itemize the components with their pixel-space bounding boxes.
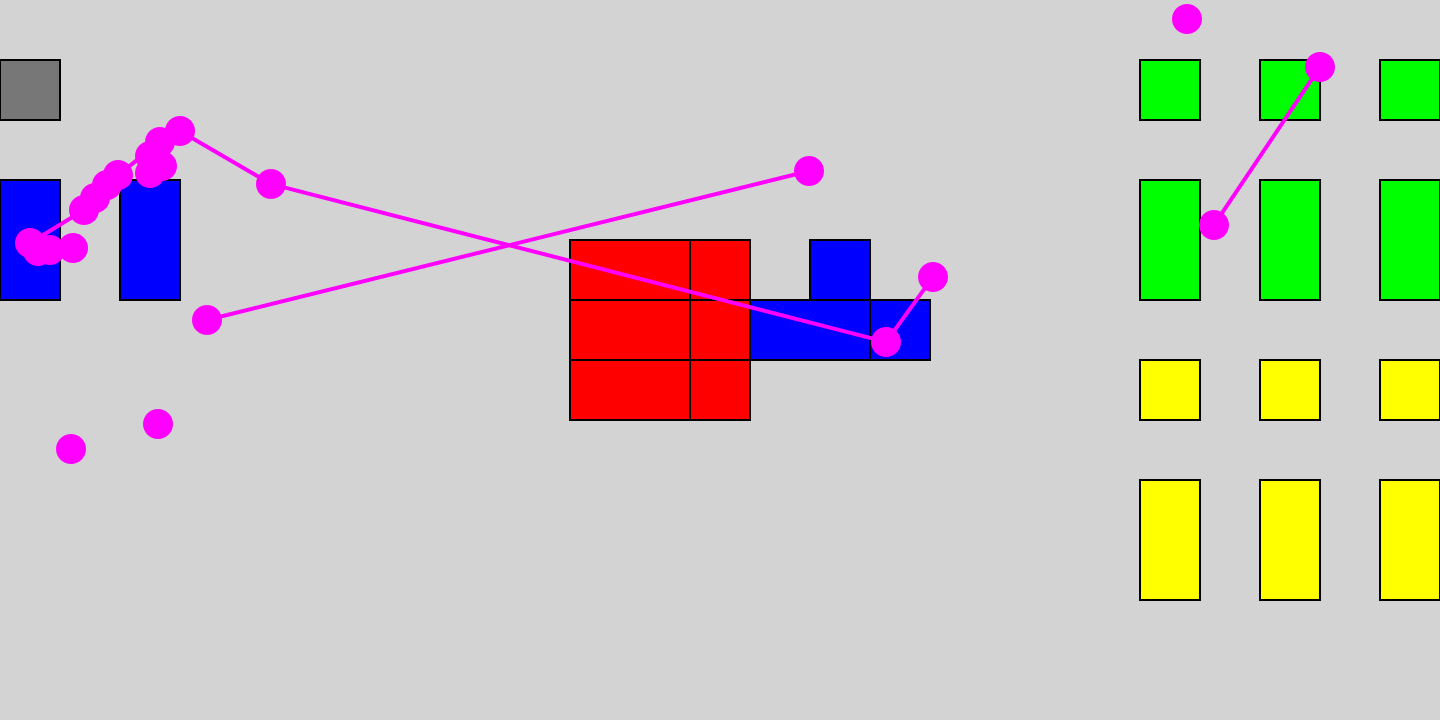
red-block [569, 299, 691, 361]
blue-block [119, 179, 181, 301]
magenta-marker [871, 327, 901, 357]
green-block [1139, 179, 1201, 301]
gray-block [0, 59, 61, 121]
yellow-block [1139, 479, 1201, 601]
yellow-block [1259, 359, 1321, 421]
red-block [689, 239, 751, 301]
red-block [689, 299, 751, 361]
yellow-block [1379, 479, 1440, 601]
red-block [689, 359, 751, 421]
magenta-marker [918, 262, 948, 292]
green-block [1379, 179, 1440, 301]
blue-block [809, 239, 871, 301]
green-block [1139, 59, 1201, 121]
magenta-marker [23, 236, 53, 266]
yellow-block [1379, 359, 1440, 421]
blue-block [749, 299, 871, 361]
magenta-marker [192, 305, 222, 335]
magenta-marker [1199, 210, 1229, 240]
block-layer [0, 59, 1440, 601]
green-block [1259, 179, 1321, 301]
yellow-block [1259, 479, 1321, 601]
red-block [569, 359, 691, 421]
magenta-marker [56, 434, 86, 464]
magenta-marker [794, 156, 824, 186]
red-block [569, 239, 691, 301]
magenta-marker [135, 158, 165, 188]
magenta-marker [69, 195, 99, 225]
green-block [1379, 59, 1440, 121]
magenta-marker [1305, 52, 1335, 82]
yellow-block [1139, 359, 1201, 421]
magenta-marker [143, 409, 173, 439]
magenta-marker [256, 169, 286, 199]
magenta-marker [1172, 4, 1202, 34]
trajectory-line [1212, 65, 1322, 227]
magenta-marker [58, 233, 88, 263]
marker-layer [15, 4, 1335, 464]
